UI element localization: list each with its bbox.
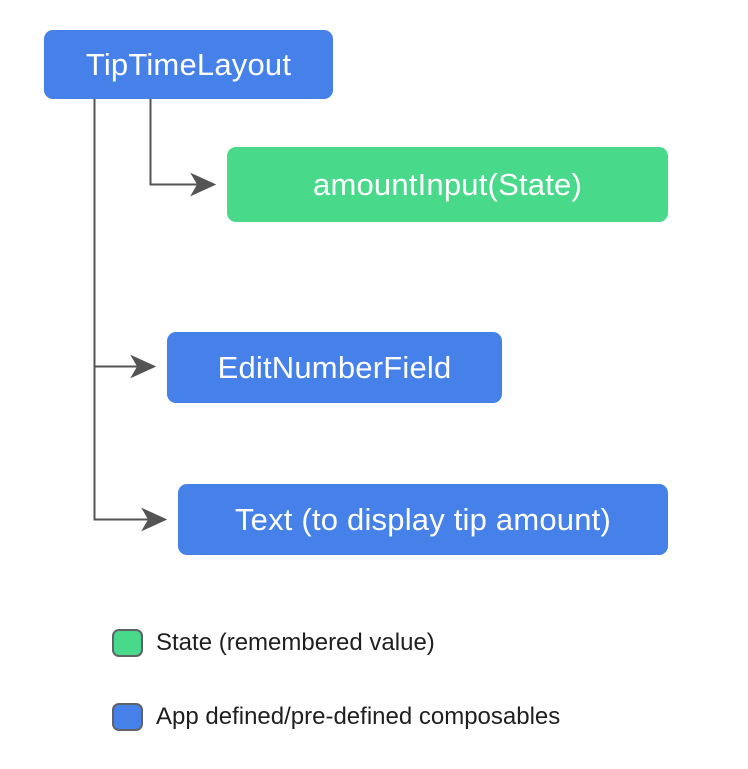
legend-label-composables: App defined/pre-defined composables — [156, 703, 561, 730]
edge-root-trunk-to-text — [93, 99, 168, 532]
legend-swatch-composable-blue — [112, 703, 143, 731]
legend-item-state: State (remembered value) — [112, 629, 435, 657]
node-amount-input-state: amountInput(State) — [227, 147, 668, 222]
edge-root-to-amountinput — [149, 99, 217, 197]
legend-label-state: State (remembered value) — [156, 629, 435, 656]
node-amount-input-state-label: amountInput(State) — [313, 166, 582, 202]
node-tip-time-layout: TipTimeLayout — [44, 30, 333, 99]
node-edit-number-field-label: EditNumberField — [217, 349, 452, 385]
node-text-display: Text (to display tip amount) — [178, 484, 668, 555]
node-text-display-label: Text (to display tip amount) — [234, 501, 612, 537]
node-edit-number-field: EditNumberField — [167, 332, 502, 403]
legend-item-composables: App defined/pre-defined composables — [112, 703, 560, 731]
node-tip-time-layout-label: TipTimeLayout — [85, 46, 292, 82]
legend-swatch-state-green — [112, 629, 143, 657]
